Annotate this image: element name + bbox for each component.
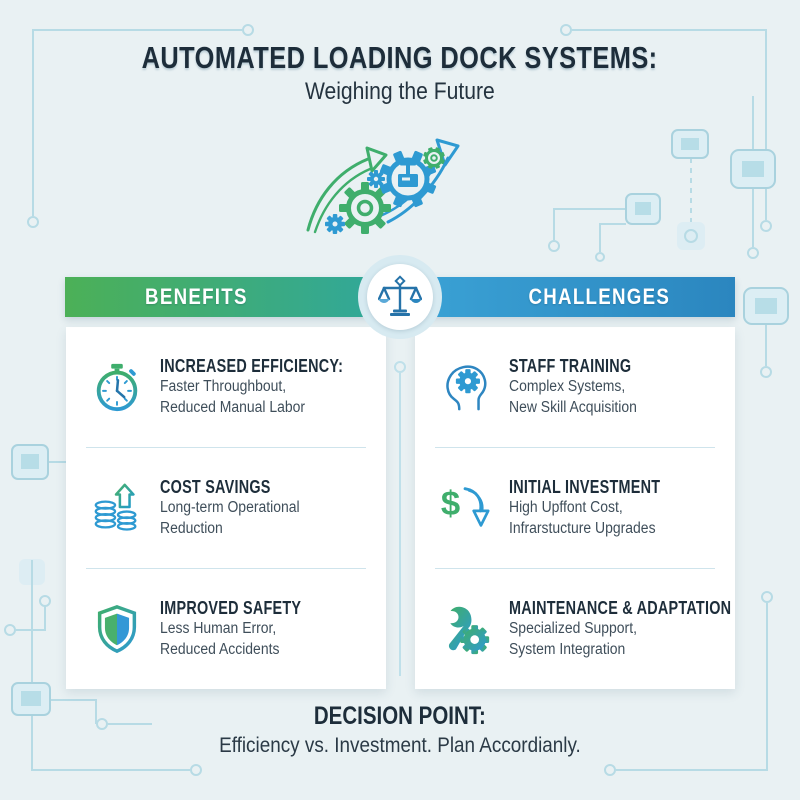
divider [435,447,715,448]
decision-subtitle: Efficiency vs. Investment. Plan Accordia… [219,734,581,757]
comparison-bar: BENEFITS CHALLENGES [65,277,735,317]
page-title: AUTOMATED LOADING DOCK SYSTEMS: [142,40,658,75]
challenge-item-maintenance: MAINTENANCE & ADAPTATION Specialized Sup… [415,569,735,689]
green-gear-icon [339,182,391,234]
divider [86,447,366,448]
small-blue-gear-icon [367,170,385,188]
benefit-line: Reduced Accidents [160,640,280,658]
header: AUTOMATED LOADING DOCK SYSTEMS: Weighing… [0,40,800,106]
challenge-line: New Skill Acquisition [509,398,637,416]
challenge-item-staff-training: STAFF TRAINING Complex Systems, New Skil… [415,327,735,447]
challenges-header: CHALLENGES [400,277,735,317]
decision-title: DECISION POINT: [314,702,486,730]
challenge-line: High Upffont Cost, [509,499,623,517]
benefits-header: BENEFITS [65,277,400,317]
challenges-label: CHALLENGES [528,284,671,309]
gears-growth-illustration [306,138,460,234]
small-green-gear-icon [423,147,445,169]
benefit-title: INCREASED EFFICIENCY: [160,356,344,377]
benefit-line: Long-term Operational [160,499,300,517]
benefit-title: COST SAVINGS [160,477,271,498]
balance-scale-icon [378,275,422,316]
svg-text:$: $ [441,485,460,523]
challenge-item-investment: $ INITIAL INVESTMENT High Upffont Cost, … [415,448,735,568]
challenge-title: MAINTENANCE & ADAPTATION [509,598,732,619]
benefit-item-efficiency: INCREASED EFFICIENCY: Faster Throughbout… [66,327,386,447]
benefit-line: Reduction [160,519,223,537]
challenges-card: STAFF TRAINING Complex Systems, New Skil… [415,327,735,689]
benefit-item-cost-savings: COST SAVINGS Long-term Operational Reduc… [66,448,386,568]
blue-gear-robot-icon [379,150,437,208]
wrench-gear-icon [448,606,490,655]
benefit-line: Less Human Error, [160,620,277,638]
stopwatch-icon [96,363,138,412]
divider [435,568,715,569]
challenge-line: Complex Systems, [509,378,626,396]
benefit-line: Faster Throughbout, [160,378,287,396]
page-subtitle: Weighing the Future [305,78,495,105]
benefits-label: BENEFITS [145,284,248,309]
balance-scale-medallion [358,255,442,339]
challenge-line: Specialized Support, [509,620,637,638]
challenge-line: System Integration [509,640,626,658]
coins-arrow-icon [94,483,137,531]
challenge-title: STAFF TRAINING [509,356,632,377]
benefits-card: INCREASED EFFICIENCY: Faster Throughbout… [66,327,386,689]
benefit-line: Reduced Manual Labor [160,398,306,416]
small-blue-gear2-icon [325,214,345,234]
dollar-down-arrow-icon: $ [441,485,490,527]
challenge-title: INITIAL INVESTMENT [509,477,661,498]
benefit-title: IMPROVED SAFETY [160,598,302,619]
divider [86,568,366,569]
head-gear-icon [446,365,487,411]
decision-point: DECISION POINT: Efficiency vs. Investmen… [0,702,800,758]
benefit-item-safety: IMPROVED SAFETY Less Human Error, Reduce… [66,569,386,689]
shield-icon [97,604,137,654]
challenge-line: Infrarstucture Upgrades [509,519,656,537]
